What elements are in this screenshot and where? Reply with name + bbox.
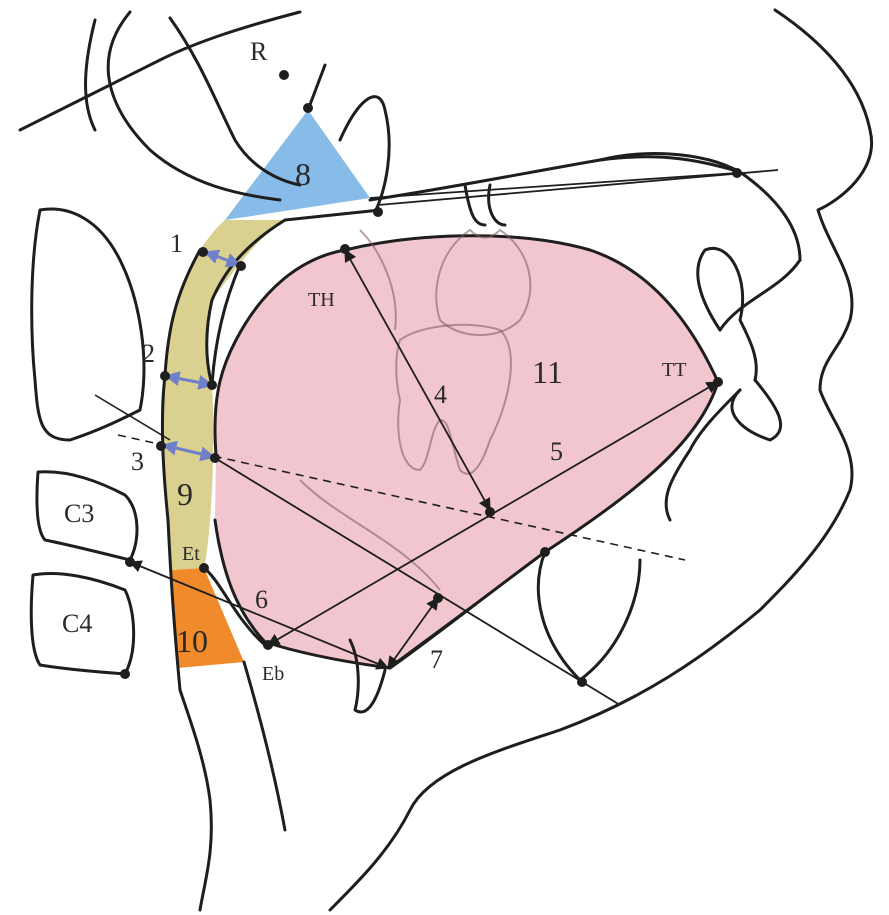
label-measure-5: 5 <box>550 437 563 466</box>
label-c3: C3 <box>64 499 94 528</box>
landmark-et-dot <box>199 563 209 573</box>
label-measure-6: 6 <box>255 585 268 614</box>
label-r: R <box>250 37 268 66</box>
label-eb: Eb <box>262 663 284 685</box>
label-region-11: 11 <box>532 354 563 390</box>
label-measure-3: 3 <box>131 447 144 476</box>
label-et: Et <box>182 543 200 565</box>
label-measure-7: 7 <box>430 645 443 674</box>
region-11-tongue <box>215 236 718 668</box>
label-measure-4: 4 <box>434 380 447 409</box>
label-tt: TT <box>662 359 686 381</box>
landmark-r-dot <box>279 70 289 80</box>
label-th: TH <box>308 289 335 311</box>
label-region-8: 8 <box>295 156 311 192</box>
label-region-10: 10 <box>176 623 208 659</box>
landmark-th-dot <box>340 244 350 254</box>
label-measure-2: 2 <box>142 339 155 368</box>
landmark-tt-dot <box>713 377 723 387</box>
label-region-9: 9 <box>177 476 193 512</box>
landmark-eb-dot <box>263 640 273 650</box>
label-c4: C4 <box>62 609 92 638</box>
label-measure-1: 1 <box>170 229 183 258</box>
